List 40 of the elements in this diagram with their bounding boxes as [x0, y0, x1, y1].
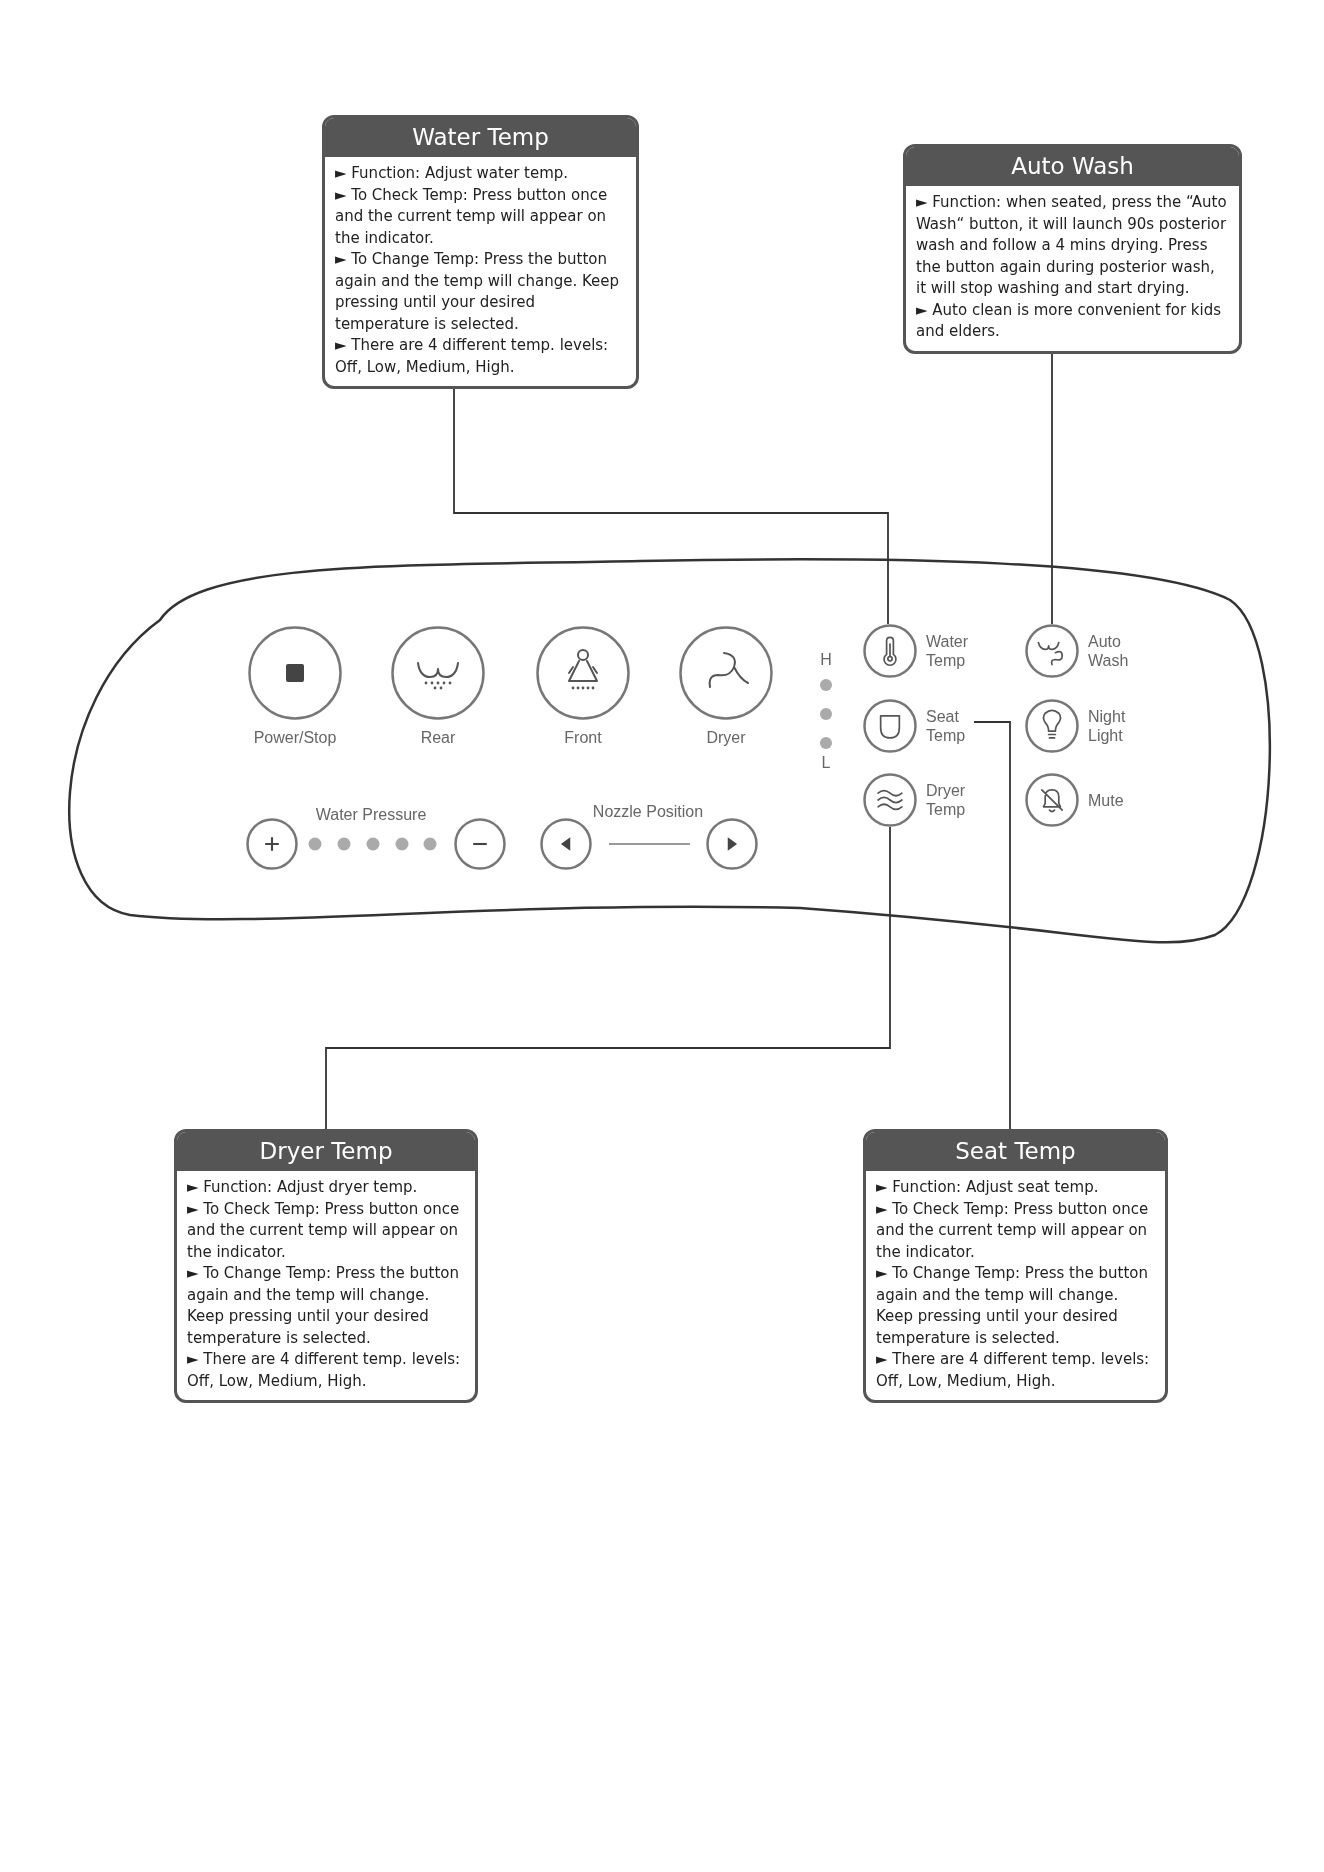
button-label: Dryer Temp: [926, 781, 967, 819]
callout-box: [863, 1129, 1168, 1403]
callout-title: Seat Temp: [866, 1132, 1165, 1171]
callout-text: ► Function: Adjust water temp.: [335, 163, 570, 184]
button-label: Seat Temp: [926, 707, 967, 745]
callout-box: [322, 115, 639, 389]
callout-title: Dryer Temp: [177, 1132, 475, 1171]
button-label: Power/Stop: [253, 728, 337, 747]
button-label: Night Light: [1088, 707, 1127, 745]
panel-label: Water Pressure: [315, 805, 427, 824]
callout-text: ► Auto clean is more convenient for kids and elders.: [916, 299, 1223, 342]
button-label: Mute: [1088, 790, 1125, 810]
callout-text: ► To Check Temp: Press button once and the current temp will appear on the indicator.: [335, 184, 609, 249]
leader-line: [325, 826, 891, 1130]
callout-text: ► To Change Temp: Press the button again and the temp will change. Keep pressing until your desired temperature is selected.: [335, 249, 621, 335]
callout-box: [903, 144, 1242, 354]
button-label: Dryer: [706, 728, 746, 747]
callout-text: ► To Change Temp: Press the button again and the temp will change. Keep pressing until your desired temperature is selected.: [187, 1263, 460, 1349]
leader-line: [453, 388, 889, 625]
callout-text: ► To Check Temp: Press button once and the current temp will appear on the indicator.: [187, 1198, 461, 1263]
callout-text: ► There are 4 different temp. levels: Off, Low, Medium, High.: [876, 1349, 1151, 1392]
callout-text: ► Function: when seated, press the “Auto Wash“ button, it will launch 90s posterior wash and follow a 4 mins drying. Press the button again during posterior wash, it will stop washing and start drying.: [916, 192, 1228, 299]
button-label: Auto Wash: [1088, 632, 1130, 670]
button-label: Front: [564, 728, 602, 747]
leader-line: [1051, 352, 1053, 625]
callout-title: Water Temp: [325, 118, 636, 157]
button-label: Rear: [420, 728, 456, 747]
callout-title: Auto Wash: [906, 147, 1239, 186]
panel-label: Nozzle Position: [592, 802, 704, 821]
callout-box: [174, 1129, 478, 1403]
callout-text: ► There are 4 different temp. levels: Off, Low, Medium, High.: [187, 1349, 462, 1392]
button-label: Water Temp: [926, 632, 970, 670]
panel-label: H: [820, 650, 832, 669]
callout-text: ► To Check Temp: Press button once and the current temp will appear on the indicator.: [876, 1198, 1150, 1263]
callout-text: ► Function: Adjust seat temp.: [876, 1177, 1100, 1198]
callout-text: ► Function: Adjust dryer temp.: [187, 1177, 419, 1198]
callout-text: ► To Change Temp: Press the button again and the temp will change. Keep pressing until your desired temperature is selected.: [876, 1263, 1149, 1349]
panel-label: L: [821, 753, 831, 772]
callout-text: ► There are 4 different temp. levels: Off, Low, Medium, High.: [335, 335, 610, 378]
leader-line: [973, 721, 1011, 1130]
